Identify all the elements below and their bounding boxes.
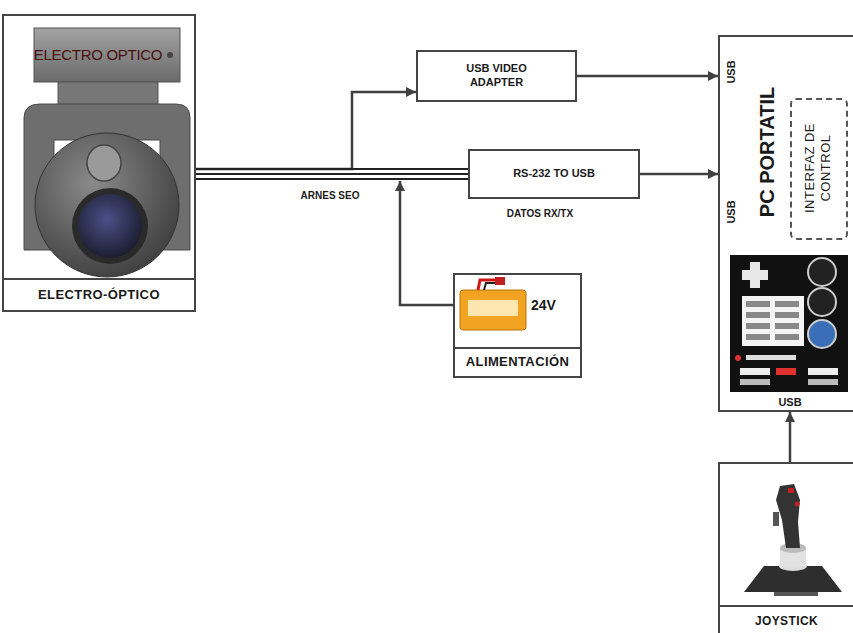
connector-line bbox=[196, 173, 468, 175]
illustration-rect bbox=[774, 592, 818, 596]
illustration-rect bbox=[746, 334, 770, 340]
electro-optic-camera bbox=[24, 28, 190, 277]
connector-line bbox=[640, 173, 718, 176]
illustration-rect bbox=[746, 312, 770, 318]
joystick-illustration bbox=[744, 484, 842, 596]
illustration-circle bbox=[795, 502, 800, 507]
device-marking: ELECTRO OPTICO bbox=[34, 46, 162, 63]
illustration-rect bbox=[808, 368, 838, 375]
illustration-rect bbox=[776, 368, 796, 375]
illustration-rect bbox=[740, 379, 770, 385]
connector-line bbox=[577, 75, 718, 78]
port-label: USB bbox=[725, 200, 737, 223]
label-band: ALIMENTACIÓN bbox=[455, 347, 580, 376]
illustration-rect bbox=[775, 312, 799, 318]
illustration-circle bbox=[78, 194, 142, 258]
node-text: JOYSTICK bbox=[755, 614, 818, 629]
signal-name: DATOS RX/TX bbox=[507, 208, 573, 219]
illustration-circle bbox=[35, 133, 179, 277]
arrow-connector bbox=[790, 412, 791, 462]
port-label: USB bbox=[778, 396, 801, 408]
illustration-rect bbox=[495, 277, 505, 285]
power-box: 24V ALIMENTACIÓN bbox=[453, 273, 582, 378]
illustration-rect bbox=[773, 512, 779, 526]
arrow-connector bbox=[577, 76, 718, 77]
cable-harness bbox=[196, 169, 468, 179]
illustration-circle bbox=[808, 258, 836, 286]
illustration-path bbox=[776, 484, 800, 548]
arrow-connector bbox=[400, 181, 453, 305]
illustration-rect bbox=[775, 334, 799, 340]
edge-label: ARNES SEO bbox=[299, 190, 362, 201]
illustration-rect bbox=[775, 301, 799, 307]
illustration-path bbox=[742, 262, 768, 288]
process-box: USB VIDEO ADAPTER bbox=[416, 50, 577, 102]
control-software-screen bbox=[730, 255, 848, 392]
illustration-circle bbox=[808, 288, 836, 316]
illustration-path bbox=[478, 280, 495, 290]
illustration-circle bbox=[72, 188, 148, 264]
illustration-rect bbox=[460, 290, 526, 330]
node-text: PC PORTATIL bbox=[755, 87, 780, 217]
arrow-connector bbox=[640, 174, 718, 175]
illustration-rect bbox=[808, 379, 838, 385]
laptop-box: PC PORTATIL INTERFAZ DE CONTROL bbox=[718, 35, 853, 412]
connector-line bbox=[196, 178, 468, 180]
node-text: USB VIDEO ADAPTER bbox=[451, 62, 543, 90]
illustration-rect bbox=[730, 255, 848, 392]
connector-line bbox=[400, 181, 453, 305]
illustration-rect bbox=[775, 323, 799, 329]
dashed-interface-box: INTERFAZ DE CONTROL bbox=[790, 98, 848, 240]
node-text: RS-232 TO USB bbox=[513, 167, 595, 181]
process-box: RS-232 TO USB bbox=[468, 149, 640, 199]
illustration-rect bbox=[740, 368, 770, 375]
illustration-circle bbox=[735, 355, 741, 361]
illustration-rect bbox=[742, 296, 804, 346]
illustration-ellipse bbox=[87, 145, 121, 181]
joystick-box: JOYSTICK bbox=[718, 462, 853, 633]
lipo-battery bbox=[460, 277, 526, 330]
node-text: ALIMENTACIÓN bbox=[466, 354, 570, 370]
illustration-circle bbox=[167, 52, 173, 58]
illustration-rect bbox=[746, 355, 796, 360]
illustration-rect bbox=[788, 488, 794, 493]
illustration-rect bbox=[468, 300, 518, 316]
illustration-rect bbox=[746, 301, 770, 307]
connector-line bbox=[196, 168, 468, 170]
label-band: JOYSTICK bbox=[720, 605, 853, 633]
arrow-connector bbox=[196, 92, 416, 169]
illustration-rect bbox=[746, 323, 770, 329]
connector-line bbox=[789, 412, 792, 462]
label-band: ELECTRO-ÓPTICO bbox=[4, 278, 194, 310]
connector-line bbox=[196, 92, 416, 169]
illustration-circle bbox=[808, 320, 836, 348]
port-label: USB bbox=[725, 60, 737, 83]
illustration-rect bbox=[34, 28, 180, 82]
node-text: ELECTRO-ÓPTICO bbox=[38, 287, 160, 303]
node-text: INTERFAZ DE CONTROL bbox=[802, 108, 835, 228]
node-text: 24V bbox=[531, 297, 556, 315]
